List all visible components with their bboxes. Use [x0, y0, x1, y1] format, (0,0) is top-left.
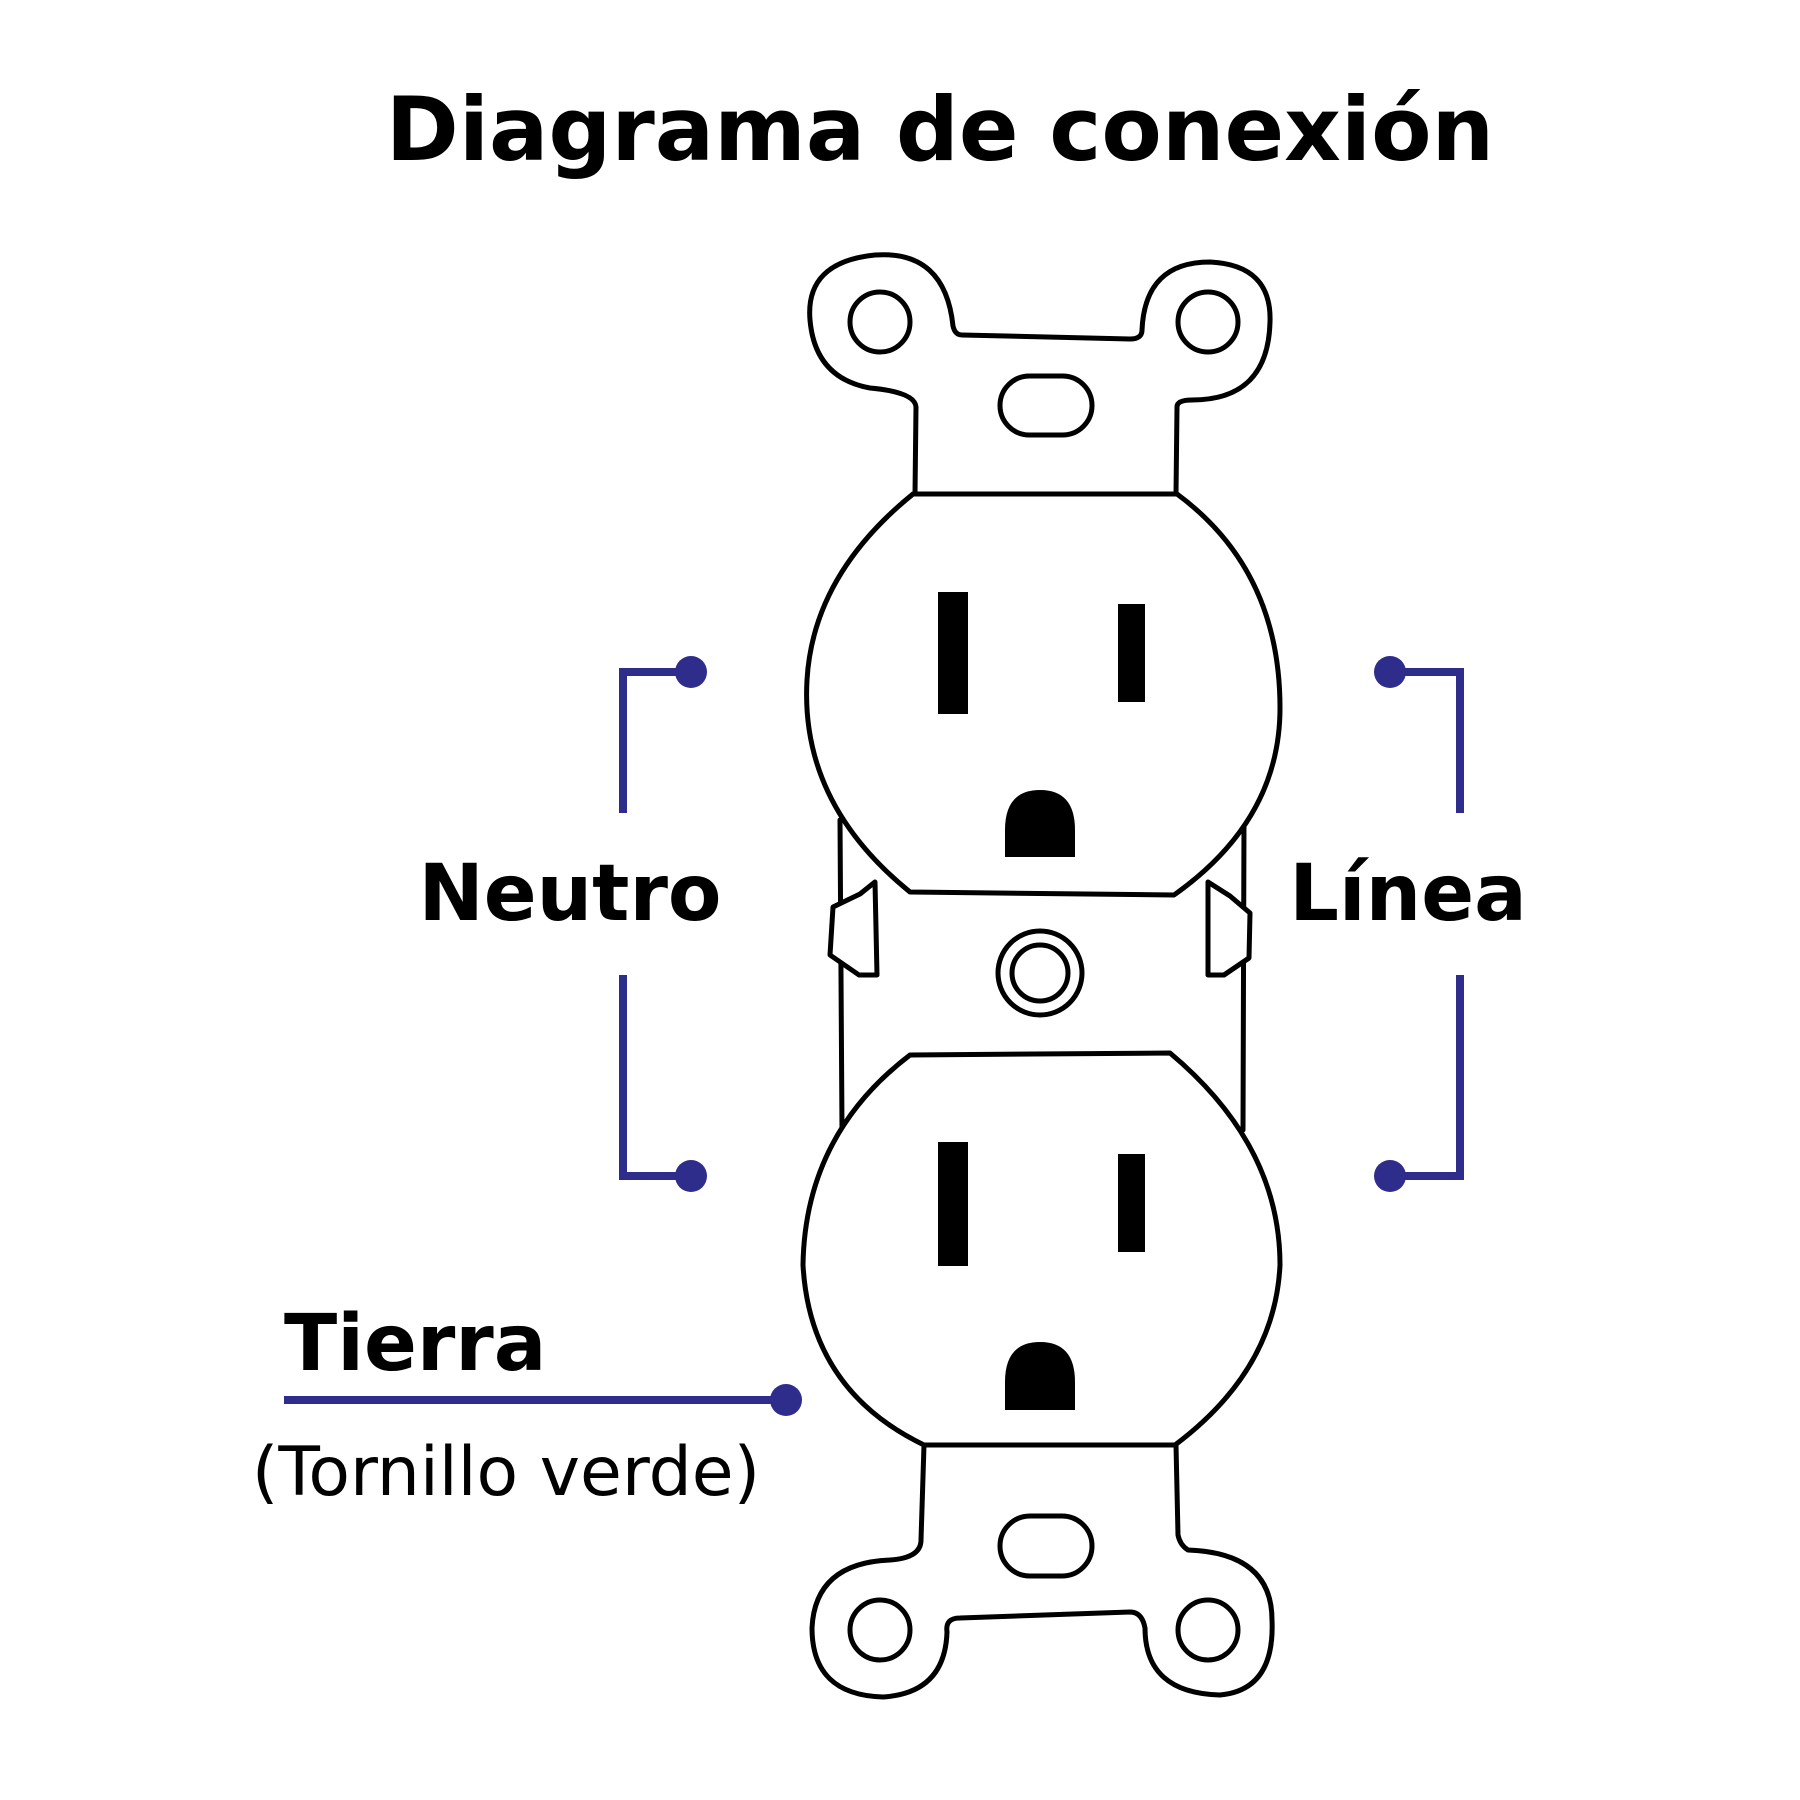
top-hot-slot — [1118, 604, 1145, 702]
neutral-bottom-terminal-dot — [675, 1160, 707, 1192]
neutral-top-terminal-dot — [675, 656, 707, 688]
top-ground-hole — [1005, 790, 1075, 857]
bottom-left-screw-hole — [847, 1597, 913, 1663]
wire-callouts — [284, 656, 1464, 1416]
neutral-top-bracket — [619, 668, 691, 813]
ground-terminal-dot — [770, 1384, 802, 1416]
bottom-hot-slot — [1118, 1154, 1145, 1252]
left-side-terminal — [827, 879, 880, 978]
right-side-terminal — [1205, 879, 1253, 978]
bottom-right-screw-hole — [1175, 1597, 1241, 1663]
line-label: Línea — [1289, 849, 1527, 939]
ground-label: Tierra — [284, 1299, 546, 1389]
top-neutral-slot — [938, 592, 968, 714]
line-top-terminal-dot — [1374, 656, 1406, 688]
top-receptacle-face — [804, 491, 1283, 898]
duplex-outlet — [800, 252, 1283, 1700]
center-screw-inner — [1009, 942, 1071, 1004]
bottom-neutral-slot — [938, 1142, 968, 1266]
line-bottom-terminal-dot — [1374, 1160, 1406, 1192]
bottom-receptacle-face — [800, 1050, 1283, 1448]
line-bottom-bracket — [1390, 975, 1464, 1180]
neutral-label: Neutro — [418, 849, 721, 939]
line-top-bracket — [1390, 668, 1464, 813]
top-right-screw-hole — [1175, 289, 1241, 355]
diagram-title: Diagrama de conexión — [386, 78, 1494, 181]
top-strap-slot — [997, 373, 1095, 438]
bottom-strap-slot — [997, 1513, 1095, 1579]
top-left-screw-hole — [847, 289, 913, 355]
bottom-ground-hole — [1005, 1342, 1075, 1410]
ground-note-label: (Tornillo verde) — [252, 1433, 760, 1512]
neutral-bottom-bracket — [619, 975, 691, 1180]
